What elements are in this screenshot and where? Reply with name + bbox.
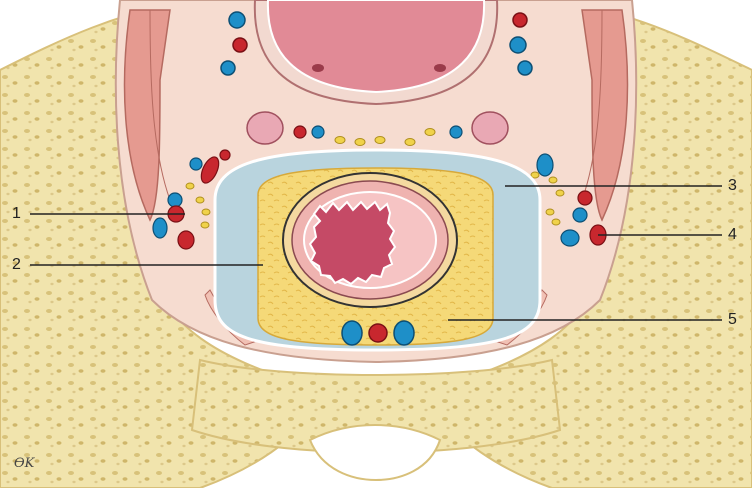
label-4: 4 <box>728 227 737 243</box>
label-2: 2 <box>12 257 21 273</box>
label-3: 3 <box>728 178 737 194</box>
artist-signature: ϴK <box>14 456 34 471</box>
rectum <box>283 173 457 307</box>
rectal-vessels <box>342 321 414 345</box>
label-5: 5 <box>728 312 737 328</box>
label-1: 1 <box>12 206 21 222</box>
